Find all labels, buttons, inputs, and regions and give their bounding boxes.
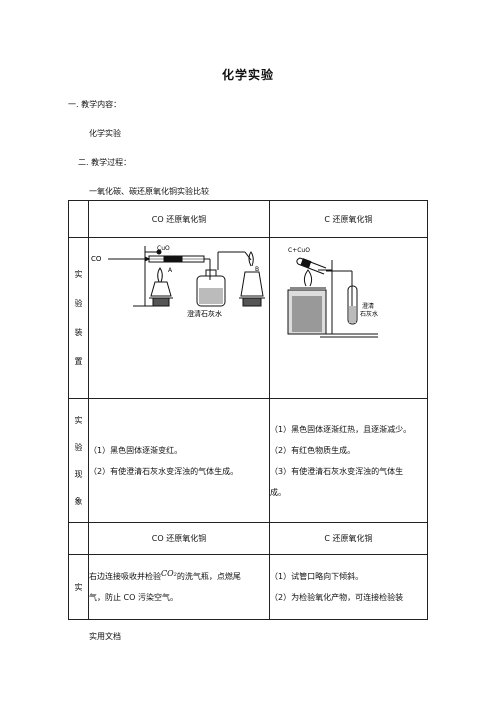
section-1-heading: 一. 教学内容： xyxy=(68,100,122,109)
c-apparatus-cell: C+CuO 澄清 石灰水 xyxy=(269,237,428,399)
side-label-apparatus: 实 验 装 置 xyxy=(68,237,89,399)
c-cuo-label: C+CuO xyxy=(288,247,310,254)
header-c-2: C 还原氧化铜 xyxy=(269,522,428,555)
c-limewater-label-1: 澄清 xyxy=(362,302,374,310)
c-note-2: （2）为检验氧化产物，可连接检验装 xyxy=(270,593,404,602)
c-phenomenon-2: （2）有红色物质生成。 xyxy=(270,445,356,455)
page-title: 化学实验 xyxy=(221,68,274,82)
co-apparatus-cell: CO CuO A B 澄清石灰水 xyxy=(88,237,270,399)
co-notes-cell: 右边连接吸收并检验CO₂的洗气瓶，点燃尾 气，防止 CO 污染空气。 xyxy=(88,554,270,620)
limewater-label: 澄清石灰水 xyxy=(187,309,222,318)
side-label-phenomenon: 实 验 现 象 xyxy=(68,398,89,523)
co-label: CO xyxy=(91,255,102,263)
c-phenomenon-3-cont: 成。 xyxy=(270,487,286,497)
c-apparatus-diagram: C+CuO 澄清 石灰水 xyxy=(287,247,378,338)
c-note-1: （1）试管口略向下倾斜。 xyxy=(270,572,364,581)
co-phenomenon-2: （2）有使澄清石灰水变浑浊的气体生成。 xyxy=(89,466,239,476)
c-phenomena-cell: （1）黑色固体逐渐红热，且逐渐减少。 （2）有红色物质生成。 （3）有使澄清石灰… xyxy=(269,398,428,523)
cuo-label: CuO xyxy=(157,245,170,252)
co-note-1: 右边连接吸收并检验CO₂的洗气瓶，点燃尾 xyxy=(89,569,241,581)
c-limewater-label-2: 石灰水 xyxy=(360,310,378,318)
c-notes-cell: （1）试管口略向下倾斜。 （2）为检验氧化产物，可连接检验装 xyxy=(269,554,428,620)
empty-side-cell xyxy=(68,522,89,555)
c-phenomenon-1: （1）黑色固体逐渐红热，且逐渐减少。 xyxy=(270,424,412,434)
section-1-content: 化学实验 xyxy=(89,129,121,138)
co-note-2: 气，防止 CO 污染空气。 xyxy=(89,593,178,602)
corner-cell xyxy=(68,200,89,238)
footer-text: 实用文档 xyxy=(89,632,121,641)
co2-formula: CO₂ xyxy=(161,569,177,578)
comparison-table: CO 还原氧化铜 C 还原氧化铜 实 验 装 置 xyxy=(68,200,428,620)
a-label: A xyxy=(168,267,173,274)
co-phenomenon-1: （1）黑色固体逐渐变红。 xyxy=(89,445,183,455)
header-co-2: CO 还原氧化铜 xyxy=(88,522,270,555)
header-c: C 还原氧化铜 xyxy=(269,200,428,238)
section-2-heading: 二. 教学过程： xyxy=(78,158,132,167)
co-apparatus-diagram: CO CuO A B 澄清石灰水 xyxy=(91,245,265,318)
b-label: B xyxy=(255,266,259,273)
side-label-last: 实 xyxy=(68,554,89,620)
section-2-content: 一氧化碳、碳还原氧化铜实验比较 xyxy=(89,187,209,196)
c-phenomenon-3: （3）有使澄清石灰水变浑浊的气体生 xyxy=(270,466,404,476)
header-co: CO 还原氧化铜 xyxy=(88,200,270,238)
co-phenomena-cell: （1）黑色固体逐渐变红。 （2）有使澄清石灰水变浑浊的气体生成。 xyxy=(88,398,270,523)
